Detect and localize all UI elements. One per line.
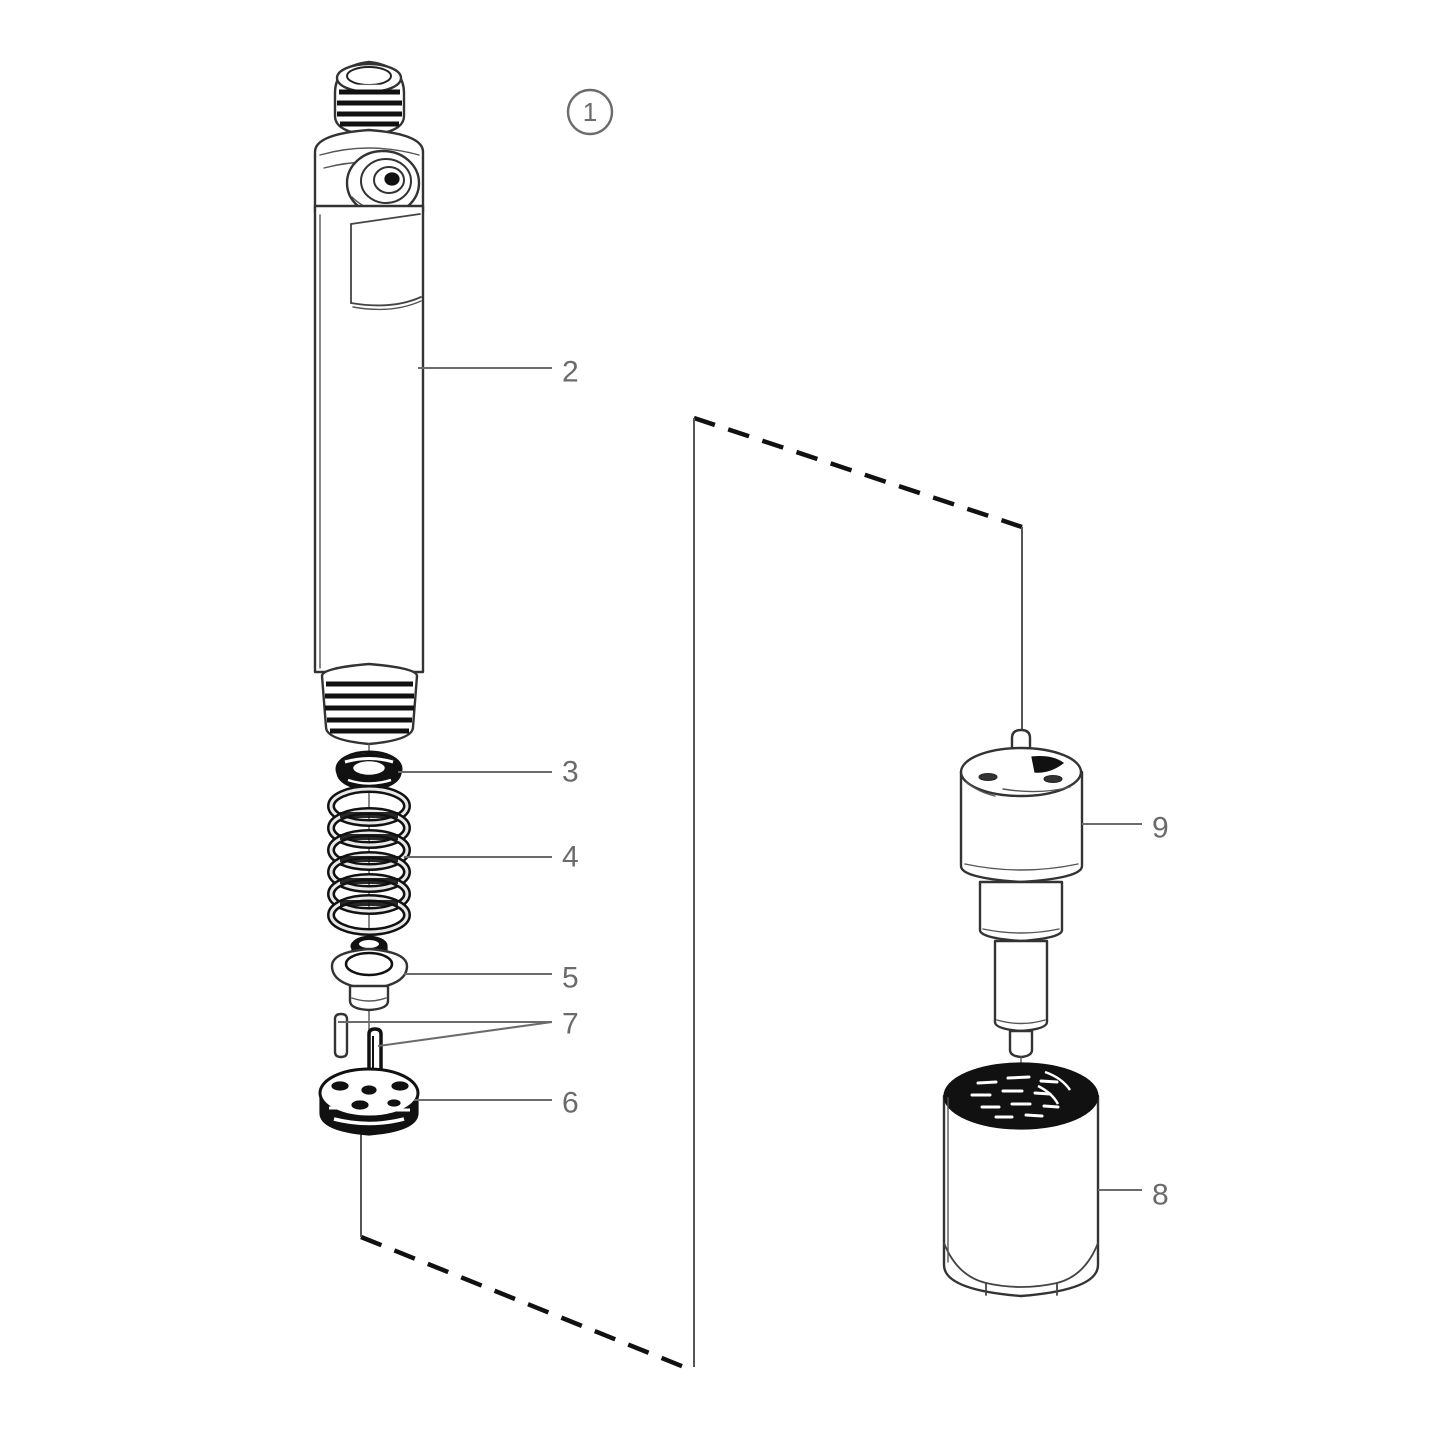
- spacer-plate: [318, 1067, 420, 1136]
- callout-label-9: 9: [1152, 812, 1169, 845]
- callout-1-circle: [566, 88, 614, 136]
- leader-lines: [338, 367, 1142, 1191]
- leader-7-b: [377, 1021, 553, 1047]
- callout-label-5: 5: [562, 962, 579, 995]
- dashed-bracket-top: [693, 415, 1023, 530]
- callout-label-3: 3: [562, 756, 579, 789]
- callout-label-6: 6: [562, 1087, 579, 1120]
- assembly-group-bracket: [360, 415, 1023, 1370]
- body-barrel: [313, 204, 425, 674]
- nozzle-assembly: [959, 728, 1084, 1096]
- callout-label-8: 8: [1152, 1179, 1169, 1212]
- inlet-thread-fitting: [333, 60, 406, 137]
- body-bottom-thread: [320, 662, 419, 746]
- injector-body: [313, 60, 425, 746]
- callout-label-2: 2: [562, 356, 579, 389]
- nozzle-cap-nut: [942, 1062, 1100, 1298]
- dowel-pins: [333, 1012, 383, 1077]
- pressure-spring: [327, 785, 411, 936]
- dashed-bracket-bottom: [360, 1234, 685, 1370]
- spring-seat-pin: [330, 935, 409, 1012]
- callout-label-7: 7: [562, 1008, 579, 1041]
- callout-label-1: 1: [583, 97, 597, 127]
- circled-number-icon: [566, 88, 614, 136]
- callout-label-4: 4: [562, 841, 579, 874]
- shim-washer: [335, 750, 403, 791]
